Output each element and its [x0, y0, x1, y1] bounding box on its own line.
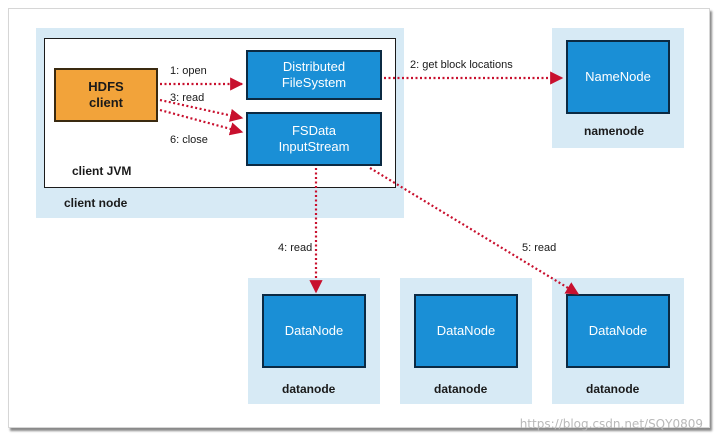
namenode-box: NameNode — [566, 40, 670, 114]
edge-label-close: 6: close — [170, 134, 208, 146]
datanode-box-2: DataNode — [414, 294, 518, 368]
edge-label-read-4: 4: read — [278, 242, 313, 254]
watermark-text: https://blog.csdn.net/SQY0809 — [519, 417, 703, 431]
fsdata-inputstream-line1: FSData — [291, 123, 337, 138]
hdfs-client-box: HDFS client — [54, 68, 158, 122]
edge-label-get-block-locations: 2: get block locations — [410, 59, 513, 71]
edge-label-read-5: 5: read — [522, 242, 557, 254]
namenode-label: NameNode — [585, 69, 651, 84]
namenode-container-label: namenode — [584, 124, 645, 138]
fsdata-inputstream-box: FSData InputStream — [246, 112, 382, 166]
client-node-label: client node — [64, 196, 128, 210]
arrow-read — [159, 98, 244, 122]
client-jvm-label: client JVM — [72, 164, 132, 178]
datanode-label-1: DataNode — [284, 323, 344, 338]
distributed-filesystem-line1: Distributed — [282, 59, 346, 74]
distributed-filesystem-box: Distributed FileSystem — [246, 50, 382, 100]
datanode-container-label-2: datanode — [434, 382, 488, 396]
datanode-box-1: DataNode — [262, 294, 366, 368]
arrow-close — [159, 108, 244, 136]
distributed-filesystem-line2: FileSystem — [281, 75, 347, 90]
datanode-label-3: DataNode — [588, 323, 648, 338]
arrow-read-datanode-3 — [369, 167, 580, 295]
hdfs-client-line1: HDFS — [88, 79, 124, 94]
datanode-container-label-3: datanode — [586, 382, 640, 396]
edge-label-open: 1: open — [170, 65, 207, 77]
datanode-label-2: DataNode — [436, 323, 496, 338]
datanode-box-3: DataNode — [566, 294, 670, 368]
edge-label-read: 3: read — [170, 92, 205, 104]
datanode-container-label-1: datanode — [282, 382, 336, 396]
hdfs-client-line2: client — [89, 95, 123, 110]
fsdata-inputstream-line2: InputStream — [278, 139, 350, 154]
